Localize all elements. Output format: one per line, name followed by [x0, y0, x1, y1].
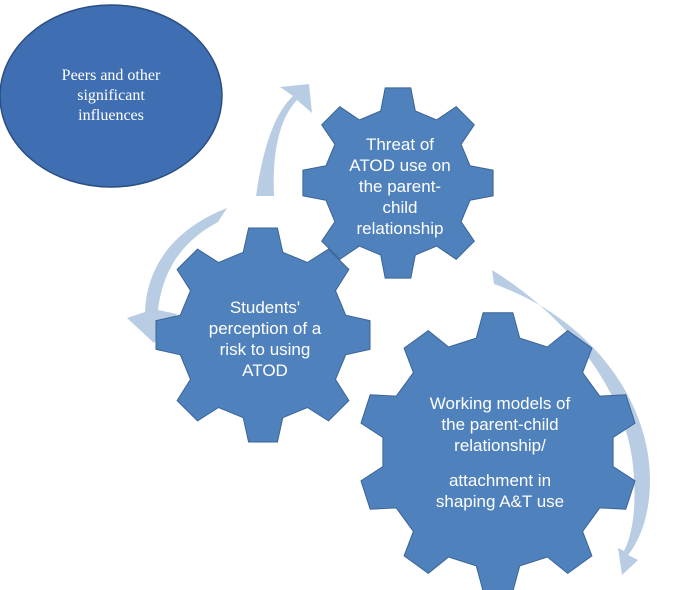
gear-shape — [155, 227, 371, 443]
peers-label: Peers and other significant influences — [36, 66, 186, 126]
gear-students — [155, 227, 371, 443]
gear-working-models — [360, 312, 636, 590]
students-line: Students' — [229, 298, 301, 317]
students-label: Students' perception of a risk to using … — [190, 297, 340, 381]
gear-shape — [302, 87, 494, 279]
gear-threat — [302, 87, 494, 279]
threat-label: Threat of ATOD use on the parent- child … — [325, 134, 475, 239]
working-line: attachment in — [448, 471, 552, 490]
threat-line: child — [382, 198, 418, 217]
peers-line: Peers and other — [61, 67, 161, 84]
arrow-to-students — [127, 208, 227, 343]
gear-shape — [360, 312, 636, 590]
arrow-to-peers — [256, 84, 312, 196]
peers-line: significant — [77, 87, 145, 104]
peers-line: influences — [78, 107, 144, 124]
working-line: shaping A&T use — [435, 492, 565, 511]
threat-line: relationship — [356, 219, 444, 238]
working-line: Working models of — [429, 394, 571, 413]
arrow-to-working-models — [492, 270, 650, 575]
working-line: relationship/ — [454, 436, 546, 455]
students-line: ATOD — [242, 361, 288, 380]
working-line: the parent-child — [441, 415, 559, 434]
threat-line: the parent- — [358, 177, 442, 196]
working-label: Working models of the parent-child relat… — [410, 393, 590, 512]
threat-line: Threat of — [365, 135, 435, 154]
students-line: risk to using — [219, 340, 311, 359]
students-line: perception of a — [208, 319, 322, 338]
peers-ellipse — [0, 4, 223, 188]
line-gap — [410, 456, 590, 470]
threat-line: ATOD use on — [349, 156, 451, 175]
